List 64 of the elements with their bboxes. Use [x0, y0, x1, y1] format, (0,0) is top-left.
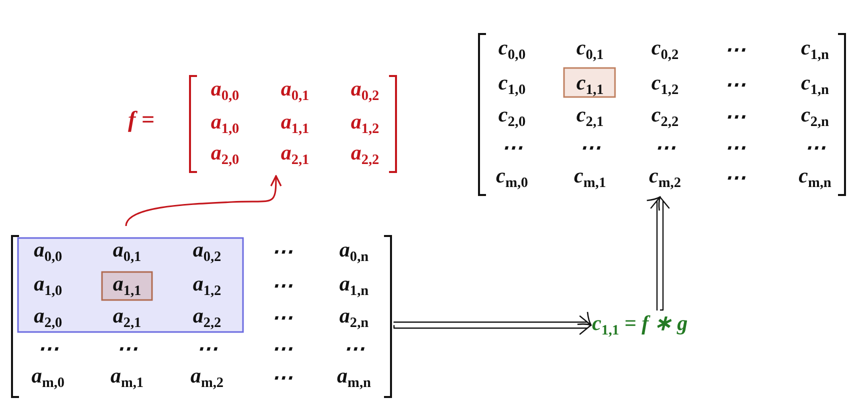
matrix: [477, 33, 847, 196]
matrix-entry: c$_{0,1}$: [576, 38, 604, 62]
matrix-name: f =: [128, 107, 155, 133]
matrix-entry: a$_{1,2}$: [350, 112, 380, 136]
matrix-entry: ⋯: [272, 368, 292, 388]
matrix-entry: ⋯: [272, 308, 292, 328]
matrix-entry: ⋯: [272, 276, 292, 296]
matrix-entry: c$_{m,2}$: [649, 166, 681, 190]
matrix-entry: ⋯: [724, 106, 746, 128]
matrix-entry: a$_{1,1}$: [280, 112, 310, 136]
matrix-entry: a$_{1,0}$: [210, 112, 240, 136]
matrix-entry: ⋯: [724, 168, 746, 188]
matrix-entry: a$_{2,2}$: [350, 142, 380, 168]
matrix-entry: ⋯: [502, 138, 522, 158]
matrix-entry: ⋯: [272, 242, 292, 262]
matrix-entry: ⋯: [272, 338, 292, 360]
matrix-entry: ⋯: [116, 338, 138, 360]
matrix-entry: c$_{1,0}$: [498, 72, 526, 98]
matrix-entry: a$_{2,n}$: [339, 306, 369, 330]
matrix-entry: a$_{2,0}$: [34, 306, 62, 330]
matrix-entry: a$_{0,1}$: [280, 78, 310, 104]
matrix-entry: c$_{2,1}$: [576, 104, 604, 130]
matrix-entry: a$_{2,1}$: [280, 142, 310, 168]
matrix-entry: a$_{m,n}$: [337, 366, 371, 390]
matrix-entry: ⋯: [580, 138, 600, 158]
matrix-entry: ⋯: [804, 138, 826, 158]
matrix-entry: c$_{1,n}$: [801, 38, 829, 62]
matrix-entry: a$_{1,1}$: [112, 274, 142, 298]
matrix-entry: ⋯: [38, 338, 58, 360]
matrix-entry: a$_{2,0}$: [210, 142, 240, 168]
matrix-entry: a$_{2,1}$: [112, 306, 142, 330]
matrix-entry: c$_{m,0}$: [496, 166, 528, 190]
matrix-entry: a$_{m,1}$: [110, 366, 144, 390]
matrix-entry: a$_{0,1}$: [112, 240, 142, 264]
matrix-entry: a$_{0,0}$: [34, 240, 62, 264]
matrix-entry: a$_{0,n}$: [339, 240, 369, 264]
arrow: [125, 175, 282, 226]
matrix-entry: a$_{0,2}$: [350, 78, 380, 104]
matrix-entry: a$_{1,0}$: [34, 274, 62, 298]
matrix-entry: a$_{1,2}$: [192, 274, 222, 298]
matrix-entry: c$_{m,n}$: [798, 166, 832, 190]
matrix-entry: ⋯: [724, 40, 746, 60]
matrix-entry: a$_{0,0}$: [210, 78, 240, 104]
matrix-entry: c$_{2,2}$: [651, 104, 679, 130]
matrix-entry: a$_{m,0}$: [31, 366, 65, 390]
matrix-entry: ⋯: [724, 74, 746, 96]
matrix-entry: c$_{1,n}$: [801, 72, 829, 98]
matrix-entry: ⋯: [344, 338, 364, 360]
matrix-entry: a$_{1,n}$: [339, 274, 369, 298]
matrix-entry: c$_{2,0}$: [498, 104, 526, 130]
matrix-entry: ⋯: [724, 138, 746, 158]
matrix-entry: a$_{m,2}$: [190, 366, 224, 390]
matrix-entry: a$_{2,2}$: [192, 306, 222, 330]
matrix-entry: ⋯: [196, 338, 218, 360]
matrix-entry: a$_{0,2}$: [192, 240, 222, 264]
matrix-entry: c$_{1,1}$: [576, 72, 604, 98]
matrix-entry: c$_{0,2}$: [651, 38, 679, 62]
matrix-entry: ⋯: [654, 138, 676, 158]
matrix-entry: c$_{0,0}$: [498, 38, 526, 62]
matrix-entry: c$_{1,2}$: [651, 72, 679, 98]
equation: c$_{1,1}$ = f ∗ g: [592, 311, 688, 340]
matrix-entry: c$_{2,n}$: [801, 104, 829, 130]
matrix: [10, 235, 393, 398]
matrix-entry: c$_{m,1}$: [574, 166, 606, 190]
